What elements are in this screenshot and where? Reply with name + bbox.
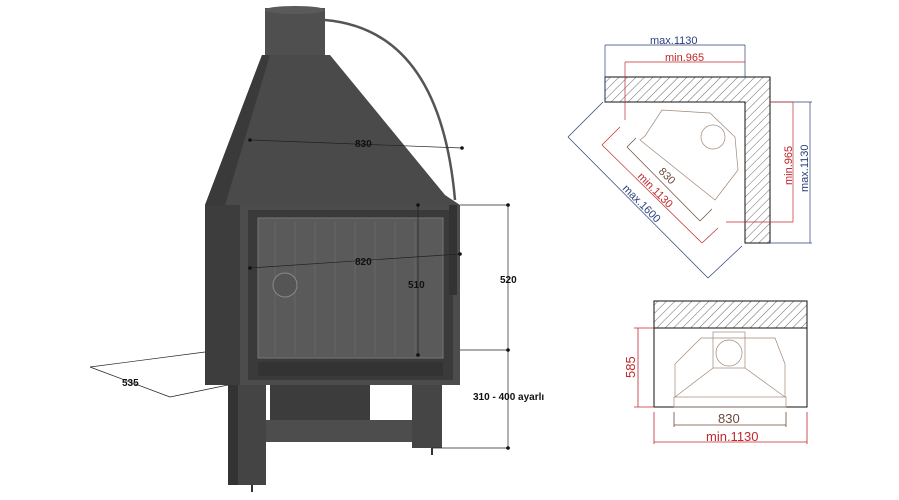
- hood: [205, 55, 460, 205]
- dim-door-width: 820: [355, 257, 372, 268]
- dim-depth: 535: [122, 378, 139, 389]
- chimney: [265, 8, 325, 58]
- dim-side-min: min.965: [783, 146, 795, 185]
- dim-door-height: 510: [408, 280, 425, 291]
- dim-leg-height: 310 - 400 ayarlı: [473, 392, 544, 403]
- air-control-knob: [272, 272, 298, 298]
- fireplace-3d-view: [205, 6, 460, 492]
- dim-diag-830: 830: [656, 166, 677, 187]
- dim-front-830: 830: [718, 411, 740, 426]
- dim-body-height: 520: [500, 275, 517, 286]
- dim-top-max: max.1130: [650, 35, 698, 47]
- fireplace-dimension-lines: [89, 139, 510, 449]
- fireplace-outline-front: [673, 331, 787, 408]
- dim-top-min: min.965: [665, 52, 704, 64]
- leg-crossbar: [266, 420, 412, 442]
- dim-front-depth: 585: [623, 356, 638, 378]
- dim-front-min: min.1130: [706, 429, 759, 444]
- dim-hood-width: 830: [355, 139, 372, 150]
- fireplace-outline-corner: [639, 109, 739, 201]
- front-installation-plan: 585 830 min.1130: [623, 300, 808, 444]
- door-handle: [449, 205, 457, 295]
- corner-installation-plan: max.1130 min.965 min.965 max.1130 830 mi…: [567, 35, 812, 279]
- dim-side-max: max.1130: [799, 145, 811, 193]
